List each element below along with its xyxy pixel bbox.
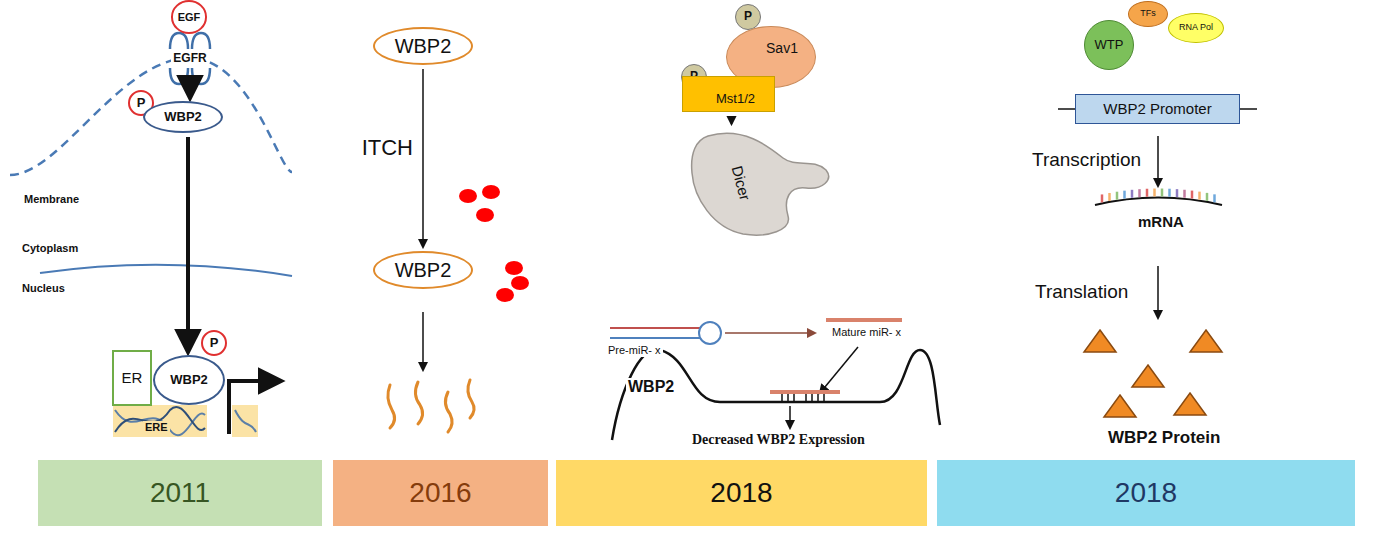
degradation-arrow	[422, 312, 424, 370]
element-label: ERE	[143, 421, 170, 434]
protein-fragments	[388, 380, 474, 432]
transcription-arrow	[1157, 136, 1159, 186]
mrna-bases	[1102, 189, 1215, 203]
protein-ellipse: WBP2	[153, 355, 225, 405]
edge-label: ITCH	[360, 135, 415, 160]
translation-arrow	[1157, 266, 1159, 318]
protein-label: WBP2 Protein	[1106, 428, 1222, 448]
node-text: WBP2	[395, 259, 452, 281]
node-text: EGFR	[171, 52, 208, 65]
region-label: Cytoplasm	[20, 242, 80, 255]
mirna-label: Pre-miR- x	[606, 344, 663, 357]
mature-mirna	[826, 318, 902, 322]
dicer-shape: Dicer	[688, 128, 833, 238]
receptor-box: ER	[112, 350, 152, 406]
node-text: RNA Pol	[1179, 23, 1213, 33]
node-text: WBP2	[395, 35, 452, 57]
year-band: 2018	[556, 460, 927, 526]
kinase-box: Mst1/2	[682, 76, 775, 112]
node-text: Mst1/2	[716, 92, 755, 106]
egfr-receptor	[170, 33, 210, 84]
node-text: P	[210, 336, 219, 350]
receptor: EGFR	[163, 30, 217, 88]
phosphate-circle: P	[201, 330, 227, 356]
node-text: Sav1	[766, 41, 798, 56]
binding-arrow	[820, 347, 858, 393]
step-label: Translation	[1033, 281, 1130, 303]
year-band: 2016	[333, 460, 548, 526]
node-text: 2018	[710, 478, 772, 509]
arrow-connector	[188, 92, 192, 97]
protein-ellipse: WBP2	[373, 251, 473, 289]
node-text: 2016	[409, 478, 471, 509]
step-label: Transcription	[1030, 149, 1143, 171]
node-text: WBP2	[170, 373, 208, 387]
promoter-box: WBP2 Promoter	[1075, 94, 1240, 124]
node-text: TFs	[1140, 9, 1156, 19]
factor-circle: WTP	[1084, 20, 1134, 70]
mrna-strand	[1095, 198, 1222, 206]
arrow-connector	[422, 69, 424, 247]
transcription-arrow	[229, 381, 280, 434]
arrow-connector	[186, 137, 190, 351]
cell-membrane	[10, 58, 292, 175]
node-text: EGF	[178, 11, 201, 23]
mrna-label: mRNA	[1136, 213, 1186, 230]
mirna-label: Mature miR- x	[830, 326, 903, 339]
nuclear-membrane	[40, 265, 292, 276]
node-text: P	[744, 10, 752, 23]
mirna-binding	[770, 392, 840, 401]
ligand-circle: EGF	[171, 0, 208, 34]
node-text: WBP2	[164, 110, 202, 124]
year-band: 2018	[937, 460, 1355, 526]
node-text: 2018	[1115, 478, 1177, 509]
year-band: 2011	[38, 460, 322, 526]
phosphate-circle: P	[735, 4, 761, 30]
ubiquitin	[459, 185, 529, 302]
region-label: Membrane	[22, 193, 81, 206]
decrease-arrow	[789, 406, 791, 428]
node-text: WBP2 Promoter	[1103, 101, 1211, 118]
protein-ellipse: WBP2	[143, 101, 223, 133]
wbp2-mrna	[612, 350, 940, 440]
pre-mirna-hairpin	[610, 322, 721, 344]
dicer-outline	[688, 128, 833, 238]
processing-arrow	[725, 332, 815, 334]
protein-ellipse: WBP2	[373, 27, 473, 65]
protein-triangles	[1084, 330, 1222, 417]
dna-helix	[113, 405, 258, 437]
region-label: Nucleus	[20, 282, 67, 295]
node-text: 2011	[150, 478, 210, 509]
gene-label: WBP2	[626, 378, 676, 396]
factor-ellipse: RNA Pol	[1168, 13, 1224, 43]
arrow-connector	[731, 118, 733, 124]
node-text: WTP	[1095, 38, 1124, 52]
result-label: Decreased WBP2 Expression	[690, 432, 867, 448]
node-text: ER	[122, 370, 143, 387]
factor-ellipse: TFs	[1128, 1, 1168, 27]
node-text: P	[137, 96, 146, 110]
